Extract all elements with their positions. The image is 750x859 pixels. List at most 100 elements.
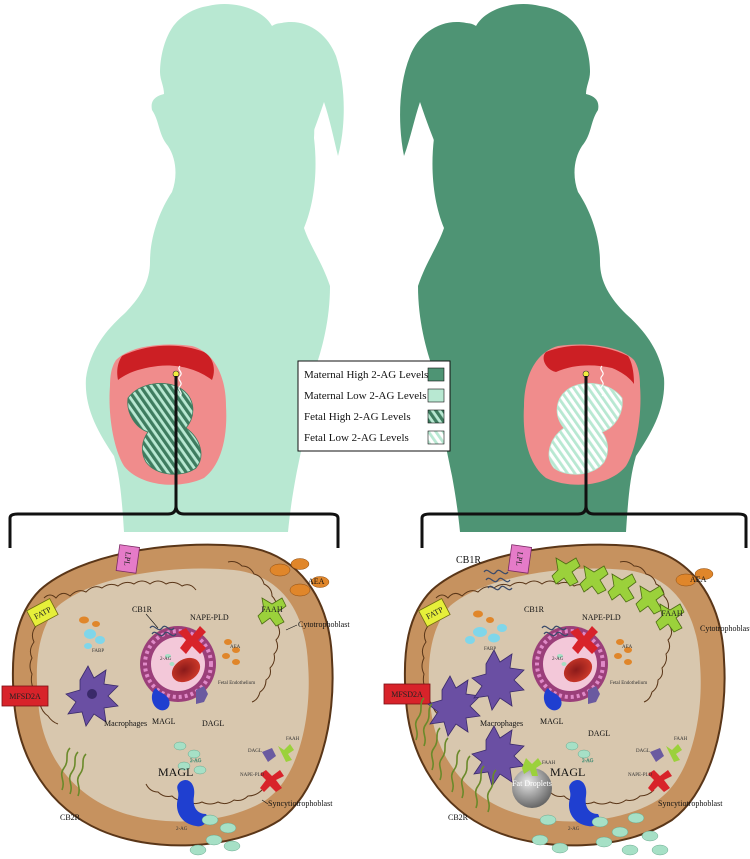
right-bracket: [420, 376, 748, 548]
left-fetus-high-2ag: [127, 383, 202, 475]
left-placental-villus: LPL AEA FATP FAAH Cytotrophoblast: [1, 543, 350, 856]
right-label-cytotrophoblast: Cytotrophoblast: [700, 624, 750, 633]
right-aea-small: AEA: [614, 639, 633, 665]
svg-text:Fetal High 2-AG Levels: Fetal High 2-AG Levels: [304, 411, 411, 423]
svg-text:Fat Droplets: Fat Droplets: [512, 779, 552, 788]
left-aea-small: AEA: [222, 639, 241, 665]
svg-text:Maternal High 2-AG Levels: Maternal High 2-AG Levels: [304, 369, 428, 381]
right-fatp-receptor: FATP: [418, 598, 451, 628]
svg-text:2-AG: 2-AG: [190, 759, 202, 764]
right-magl-bottom: [568, 779, 600, 827]
svg-text:AEA: AEA: [230, 645, 241, 650]
left-mfsd2a-transporter: MFSD2A: [1, 685, 49, 707]
left-label-dagl-vessel: DAGL: [202, 719, 224, 728]
right-lpl-receptor: LPL: [507, 544, 533, 574]
svg-text:FAAH: FAAH: [261, 605, 282, 614]
right-placental-villus: CB1R LPL FAAH AEA Cytotrophoblast: [383, 543, 750, 856]
right-label-cb2r: CB2R: [448, 813, 469, 822]
svg-text:MFSD2A: MFSD2A: [9, 692, 41, 701]
right-2ag-floating: 2-AG: [565, 741, 594, 764]
right-uterus: [523, 344, 641, 485]
left-fatp-receptor: FATP: [26, 598, 59, 628]
svg-text:NAPE-PLD: NAPE-PLD: [240, 773, 265, 778]
svg-text:2-AG: 2-AG: [160, 657, 172, 662]
right-label-magl-vessel: MAGL: [540, 717, 564, 726]
legend-item-fetal-low: Fetal Low 2-AG Levels: [304, 430, 445, 445]
left-syncytio-enzymes: [260, 744, 294, 792]
left-lpl-receptor: LPL: [115, 544, 141, 574]
svg-text:FAAH: FAAH: [542, 761, 556, 766]
legend-item-fetal-high: Fetal High 2-AG Levels: [304, 409, 445, 424]
right-fabp-molecules: FABP: [465, 610, 507, 652]
right-label-macrophages: Macrophages: [480, 719, 523, 728]
right-label-aea: AEA: [690, 575, 707, 584]
left-uterus: [109, 344, 227, 485]
svg-text:2-AG: 2-AG: [582, 759, 594, 764]
left-label-cb1r: CB1R: [132, 605, 153, 614]
right-cb2r-receptors: [414, 697, 497, 813]
right-fat-droplets: Fat Droplets: [512, 758, 552, 808]
right-mfsd2a-transporter: MFSD2A: [383, 683, 431, 705]
svg-text:LPL: LPL: [514, 551, 525, 566]
left-2ag-outflow: [189, 814, 241, 856]
svg-text:FABP: FABP: [92, 649, 104, 654]
svg-text:FAAH: FAAH: [286, 737, 300, 742]
left-aea-molecules: [269, 558, 330, 597]
svg-text:FAAH: FAAH: [661, 609, 682, 618]
left-label-fetal-endothelium: Fetal Endothelium: [218, 681, 255, 686]
svg-text:FABP: FABP: [484, 647, 496, 652]
left-label-cytotrophoblast: Cytotrophoblast: [298, 620, 350, 629]
left-fetal-vessel: 2-AG: [140, 625, 216, 702]
left-label-magl-vessel: MAGL: [152, 717, 176, 726]
svg-text:NAPE-PLD: NAPE-PLD: [628, 773, 653, 778]
legend-item-maternal-low: Maternal Low 2-AG Levels: [304, 388, 445, 403]
right-label-dagl-vessel: DAGL: [588, 729, 610, 738]
svg-text:Fetal Low 2-AG Levels: Fetal Low 2-AG Levels: [304, 432, 409, 444]
right-faah-cluster: [551, 557, 685, 633]
svg-text:2-AG: 2-AG: [552, 657, 564, 662]
left-magl-bottom: [176, 779, 208, 827]
left-label-syncytiotrophoblast: Syncytiotrophoblast: [268, 799, 333, 808]
left-faah-top: FAAH: [257, 597, 287, 627]
svg-text:DAGL: DAGL: [636, 749, 650, 754]
right-macrophages: [427, 649, 525, 787]
right-label-cb1r: CB1R: [524, 605, 545, 614]
right-syncytio-enzymes: [648, 744, 682, 792]
left-label-macrophages: Macrophages: [104, 719, 147, 728]
left-label-cb2r: CB2R: [60, 813, 81, 822]
right-label-cb1r-top: CB1R: [456, 555, 481, 566]
right-label-fetal-endothelium: Fetal Endothelium: [610, 681, 647, 686]
left-magl-vessel: [151, 688, 170, 711]
left-2ag-floating: 2-AG: [173, 741, 207, 775]
left-label-aea: AEA: [308, 577, 325, 586]
left-label-nape-pld: NAPE-PLD: [190, 613, 229, 622]
svg-text:Maternal Low 2-AG Levels: Maternal Low 2-AG Levels: [304, 390, 427, 402]
left-dagl-vessel: [196, 686, 208, 704]
right-label-nape-pld: NAPE-PLD: [582, 613, 621, 622]
right-dagl-vessel: [588, 686, 600, 704]
left-fabp-molecules: FABP: [79, 616, 105, 654]
right-aea-molecules: [675, 568, 714, 587]
left-bracket: [8, 376, 340, 548]
svg-text:LPL: LPL: [122, 551, 133, 566]
svg-text:DAGL: DAGL: [248, 749, 262, 754]
svg-text:FAAH: FAAH: [674, 737, 688, 742]
left-cell-bumps: [29, 561, 281, 805]
right-label-magl: MAGL: [550, 765, 585, 779]
left-macrophage: [65, 665, 119, 727]
left-label-magl: MAGL: [158, 765, 193, 779]
legend-item-maternal-high: Maternal High 2-AG Levels: [304, 367, 445, 382]
right-fetal-vessel: 2-AG: [532, 625, 608, 702]
svg-text:2-AG: 2-AG: [176, 827, 188, 832]
legend: Maternal High 2-AG Levels Maternal Low 2…: [297, 360, 451, 452]
right-magl-vessel: [543, 688, 562, 711]
right-label-syncytiotrophoblast: Syncytiotrophoblast: [658, 799, 723, 808]
svg-text:2-AG: 2-AG: [568, 827, 580, 832]
right-cb1r-top-receptor: [483, 569, 513, 591]
svg-text:AEA: AEA: [622, 645, 633, 650]
svg-text:MFSD2A: MFSD2A: [391, 690, 423, 699]
left-cb2r-receptors: [60, 747, 87, 797]
right-2ag-outflow: [531, 812, 669, 856]
